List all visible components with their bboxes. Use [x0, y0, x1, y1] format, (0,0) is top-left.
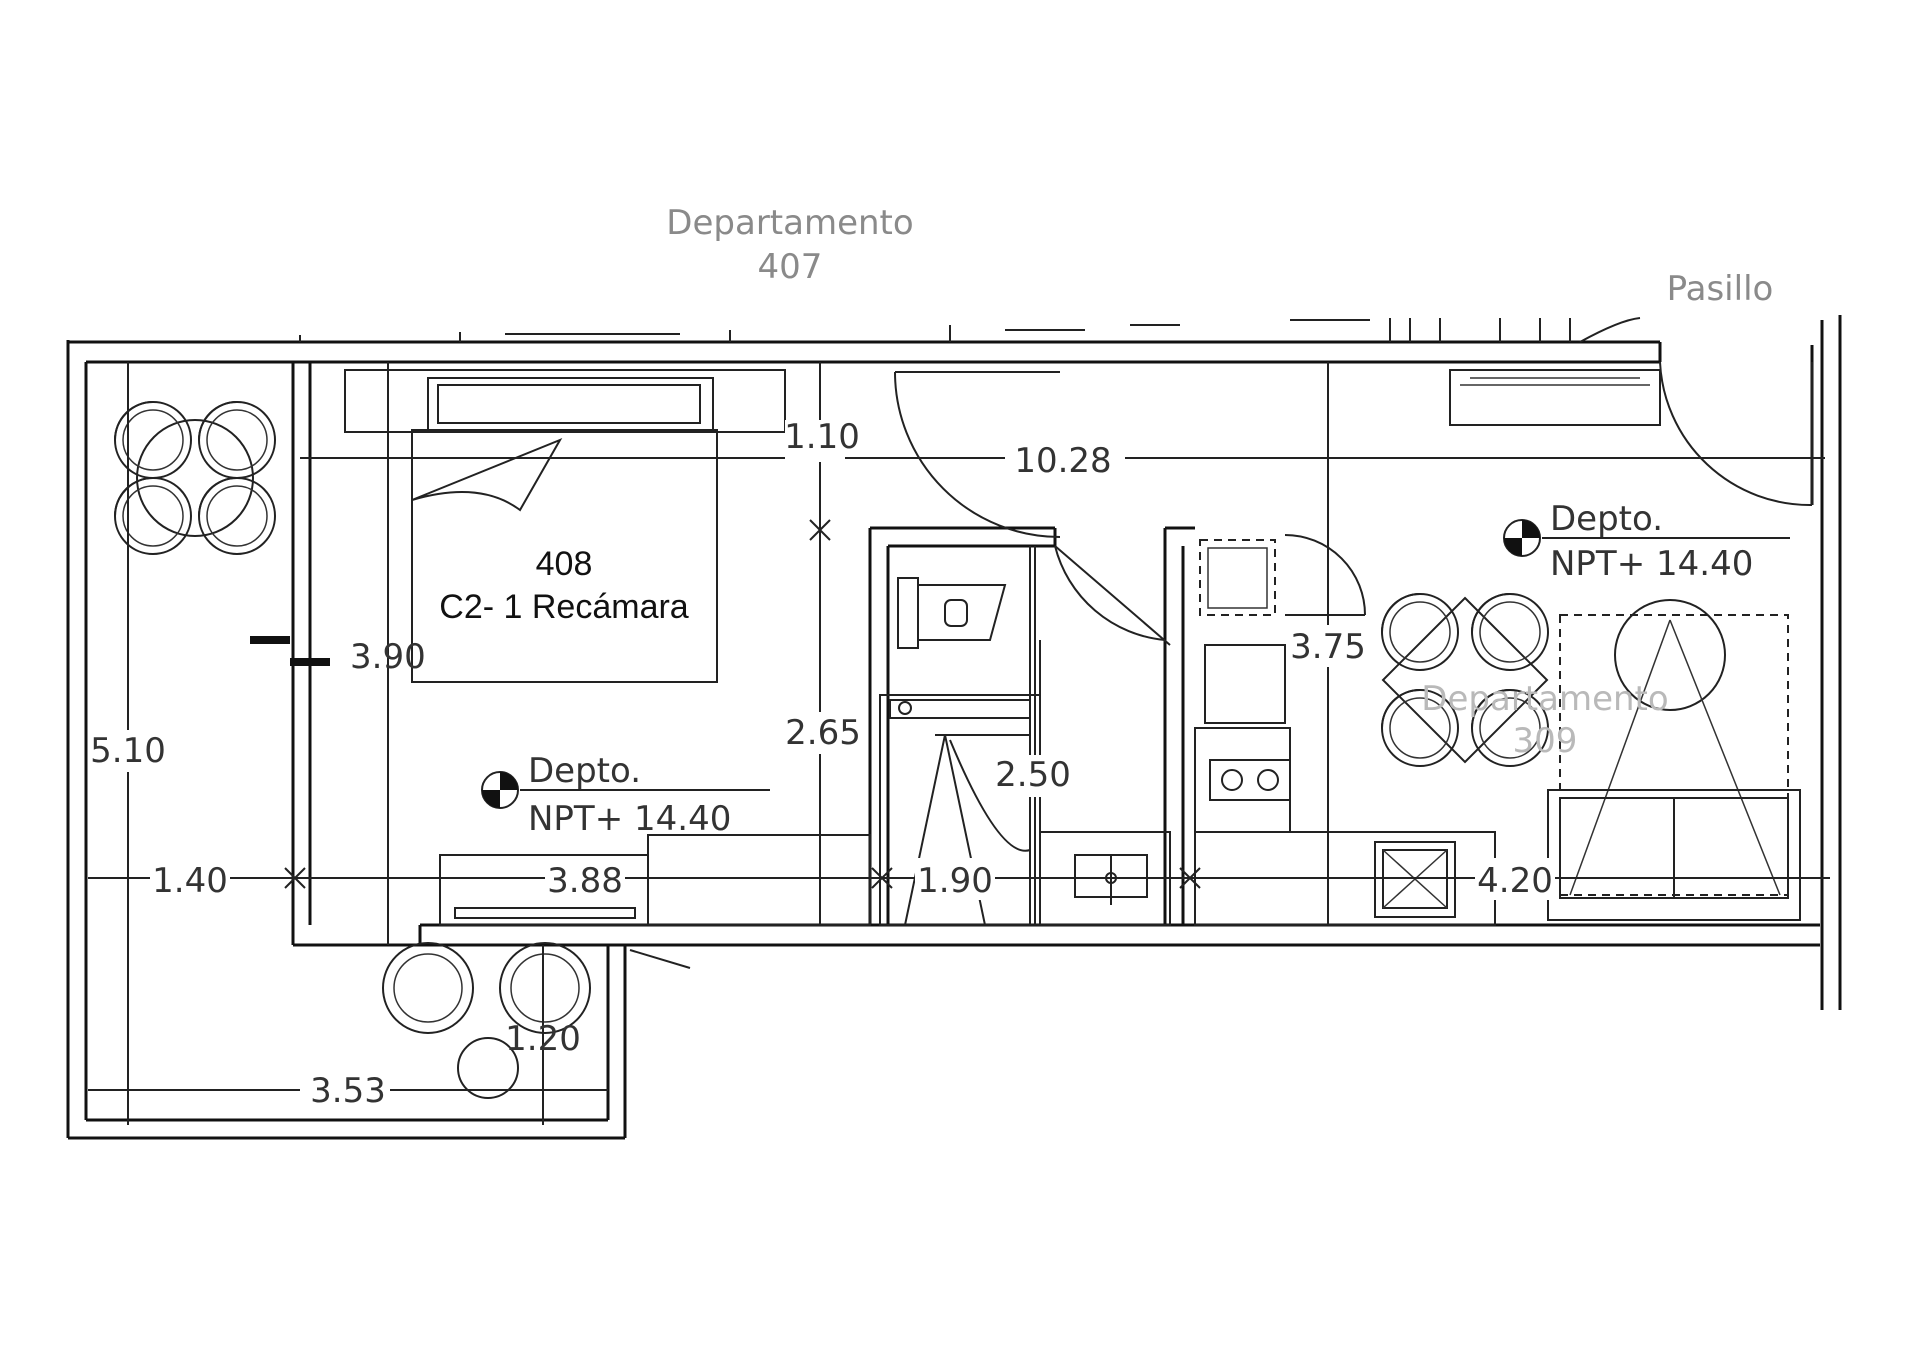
neighbor-unit-right-label: Departamento — [1421, 679, 1668, 719]
neighbor-unit-top-number: 407 — [758, 247, 823, 287]
dim-1-90: 1.90 — [917, 861, 993, 901]
living-dining-furniture — [1381, 593, 1801, 921]
level-marker-right — [1503, 519, 1790, 557]
dim-3-90: 3.90 — [350, 637, 426, 677]
dim-1-10: 1.10 — [784, 417, 860, 457]
level-left-label: Depto. — [528, 751, 641, 791]
dim-3-88: 3.88 — [547, 861, 623, 901]
dim-5-10: 5.10 — [90, 731, 166, 771]
dim-10-28: 10.28 — [1014, 441, 1111, 481]
bedroom-furniture — [344, 369, 786, 683]
corridor-label: Pasillo — [1667, 269, 1774, 309]
unit-type: C2- 1 Recámara — [439, 588, 689, 626]
dim-4-20: 4.20 — [1477, 861, 1553, 901]
neighbor-unit-right-number: 309 — [1513, 721, 1578, 761]
terrace-furniture — [114, 401, 591, 1099]
level-right-value: NPT+ 14.40 — [1550, 544, 1753, 584]
level-marker-left — [481, 771, 770, 809]
doors — [629, 317, 1813, 969]
kitchen-fixtures — [1199, 369, 1661, 918]
dim-3-75: 3.75 — [1290, 627, 1366, 667]
dimension-labels: 1.10 10.28 3.90 3.75 5.10 2.65 2.50 1.40… — [90, 417, 1555, 1112]
dim-3-53: 3.53 — [310, 1071, 386, 1111]
unit-number: 408 — [536, 545, 593, 583]
neighbor-unit-top-label: Departamento — [666, 203, 913, 243]
level-left-value: NPT+ 14.40 — [528, 799, 731, 839]
dim-1-40: 1.40 — [152, 861, 228, 901]
dim-2-50: 2.50 — [995, 755, 1071, 795]
dim-1-20: 1.20 — [505, 1019, 581, 1059]
dim-2-65: 2.65 — [785, 713, 861, 753]
level-right-label: Depto. — [1550, 499, 1663, 539]
